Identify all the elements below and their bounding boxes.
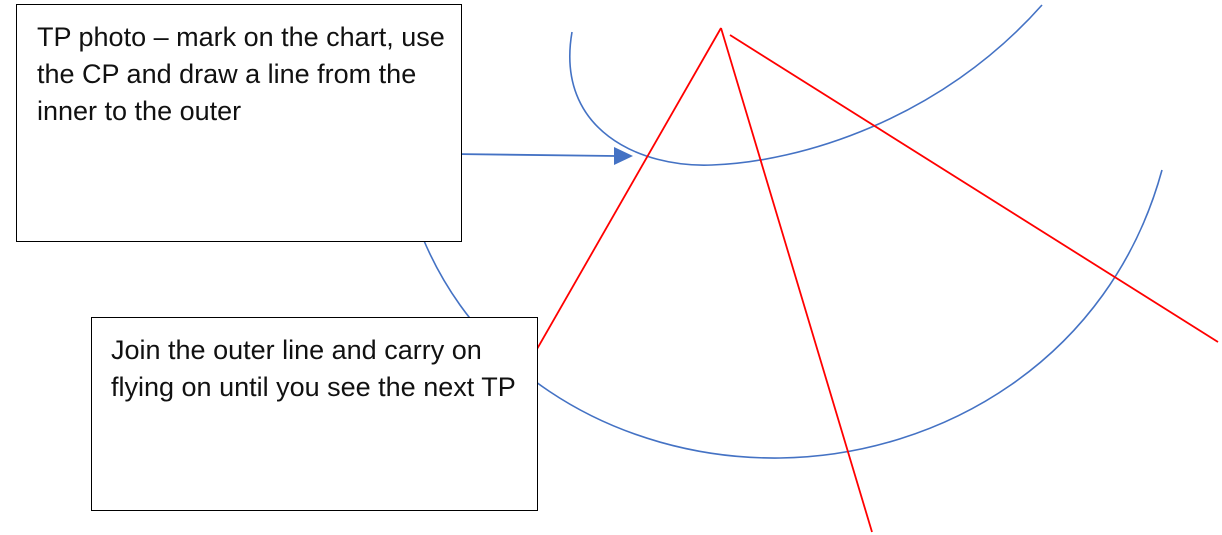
join-outer-note: Join the outer line and carry on flying … xyxy=(91,317,538,511)
center-radial-line xyxy=(720,27,873,533)
right-radial-line xyxy=(729,34,1219,343)
pointer-arrow-head xyxy=(614,147,633,165)
inner-arc xyxy=(569,4,1043,166)
tp-photo-note: TP photo – mark on the chart, use the CP… xyxy=(16,4,462,242)
pointer-arrow-shaft xyxy=(452,153,617,157)
